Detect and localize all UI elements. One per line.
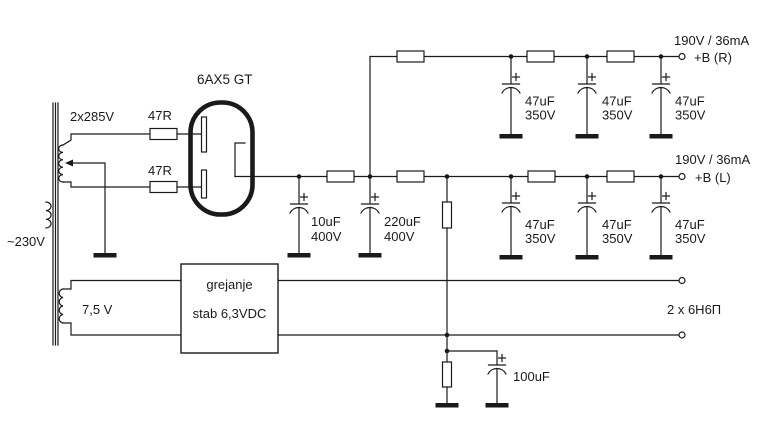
rail-r-output-label: +B (R) [694,50,732,65]
ground-symbol [499,255,523,260]
ground-symbol [93,253,117,258]
ground-symbol [649,134,673,139]
resistor-47r-top [149,127,178,141]
heater-secondary-winding [58,279,182,336]
rail-l-cap3-value: 47uF [675,217,705,232]
cathode [234,142,246,178]
heater-output-label: 2 x 6Н6П [667,302,721,317]
resistor-47r-bottom-label: 47R [148,163,172,178]
primary-winding [45,201,52,229]
heater-box-line1: grejanje [206,277,252,292]
rail-r-resistor-1 [526,50,555,63]
ground-symbol [575,134,599,139]
transformer-core [52,102,59,346]
resistor-47r-top-label: 47R [148,108,172,123]
divider-branch [435,175,498,408]
terminal-b-plus-l [678,172,686,181]
anode-plate-top [200,116,208,153]
rail-l-cap1-value: 47uF [525,217,555,232]
rail-l-output-label: +B (L) [695,170,731,185]
rail-r-cap1-value: 47uF [525,94,555,109]
cap-220uf-voltage: 400V [384,229,415,244]
capacitor-100uf [485,350,509,408]
heater-box-line2: stab 6,3VDC [193,306,267,321]
terminal-heater-2 [678,331,686,339]
ground-symbol [287,253,311,258]
ground-symbol [358,253,382,258]
rail-r-cap2-value: 47uF [602,94,632,109]
ground-symbol [485,403,509,408]
cap-10uf-voltage: 400V [311,229,342,244]
terminal-b-plus-r [678,52,686,61]
anode-plate-bottom [200,169,208,199]
rail-l-cap-3 [649,175,673,260]
mains-label: ~230V [7,234,45,249]
rail-l-cap2-voltage: 350V [602,231,633,246]
rail-r-output-rating: 190V / 36mA [674,33,749,48]
ground-symbol [649,255,673,260]
rail-r-cap-3 [649,55,673,139]
rail-l-output-rating: 190V / 36mA [675,152,750,167]
cap-220uf-value: 220uF [384,214,421,229]
rail-r-cap-1 [499,55,523,139]
filter-resistor-2 [396,170,425,183]
rail-l-cap1-voltage: 350V [525,231,556,246]
ground-symbol [499,134,523,139]
capacitor-10uf [287,175,311,258]
terminal-heater-1 [678,276,686,285]
center-tap-arrow [65,159,73,167]
rail-r-cap3-value: 47uF [675,94,705,109]
rail-r-cap2-voltage: 350V [602,108,633,123]
tube-envelope [188,100,255,217]
ground-symbol [435,403,459,408]
rail-r-cap1-voltage: 350V [525,108,556,123]
cap-100uf-label: 100uF [513,369,550,384]
divider-resistor-bottom [441,361,453,388]
rail-r-cap3-voltage: 350V [675,108,706,123]
capacitor-220uf [358,175,382,258]
rail-l-cap-1 [499,175,523,260]
hv-secondary-winding [58,133,151,258]
heater-winding-label: 7,5 V [82,302,113,317]
rail-r-resistor-2 [606,50,635,63]
resistor-47r-bottom [149,180,178,194]
rail-l-cap-2 [575,175,599,260]
ground-symbol [575,255,599,260]
hv-winding-label: 2x285V [70,109,114,124]
filter-resistor-1 [326,170,355,183]
rail-l-cap2-value: 47uF [602,217,632,232]
heater-regulator-box [180,263,279,354]
cap-10uf-value: 10uF [311,214,341,229]
rectifier-tube [188,100,255,217]
rail-l-resistor-2 [606,170,635,183]
rail-r-resistor-0 [396,50,425,63]
rail-r-cap-2 [575,55,599,139]
rail-l-cap3-voltage: 350V [675,231,706,246]
rail-l-resistor-1 [527,170,556,183]
heater-output-wires [277,279,680,336]
divider-resistor-top [441,201,453,229]
junction-dots [296,54,664,354]
tube-label: 6AX5 GT [197,72,253,87]
